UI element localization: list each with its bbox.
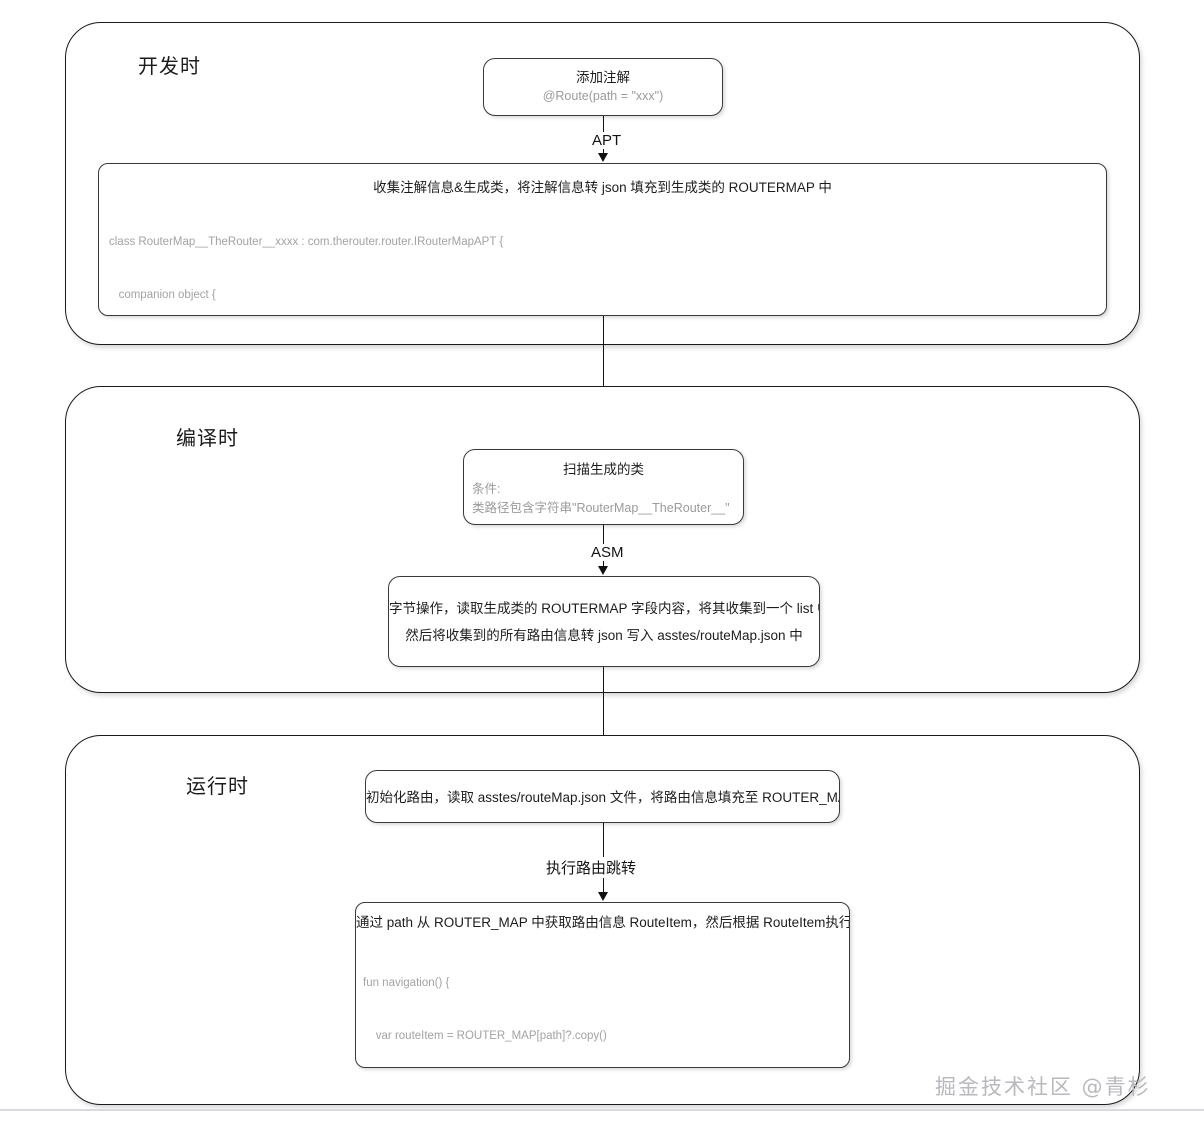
node-scan-classes-heading: 扫描生成的类: [563, 462, 644, 477]
node-scan-classes-condition: 条件: 类路径包含字符串"RouterMap__TheRouter__": [472, 480, 730, 518]
phase-title-runtime: 运行时: [186, 776, 249, 798]
edge-arrow-asm: [597, 566, 608, 575]
bottom-divider: [0, 1109, 1204, 1111]
edge-arrow-navigate: [597, 892, 608, 901]
edge-label-apt: APT: [586, 132, 628, 149]
phase-title-compile: 编译时: [176, 428, 239, 450]
phase-title-dev: 开发时: [138, 56, 201, 78]
node-add-annotation-sub: @Route(path = "xxx"): [542, 89, 664, 103]
node-bytecode-transform[interactable]: 字节操作，读取生成类的 ROUTERMAP 字段内容，将其收集到一个 list …: [388, 576, 820, 667]
node-bytecode-line1: 字节操作，读取生成类的 ROUTERMAP 字段内容，将其收集到一个 list …: [389, 601, 820, 616]
node-navigation-code: fun navigation() { var routeItem = ROUTE…: [363, 939, 849, 1067]
node-init-router[interactable]: 初始化路由，读取 asstes/routeMap.json 文件，将路由信息填充…: [365, 770, 840, 823]
code-line: var routeItem = ROUTER_MAP[path]?.copy(): [363, 1030, 607, 1043]
condition-line: 类路径包含字符串"RouterMap__TheRouter__": [472, 500, 730, 515]
code-line: companion object {: [109, 289, 216, 302]
node-add-annotation-heading: 添加注解: [576, 70, 630, 85]
edge-arrow-apt: [597, 153, 608, 162]
node-apt-generate-heading: 收集注解信息&生成类，将注解信息转 json 填充到生成类的 ROUTERMAP…: [373, 180, 832, 195]
node-scan-classes[interactable]: 扫描生成的类 条件: 类路径包含字符串"RouterMap__TheRouter…: [463, 449, 744, 525]
code-line: class RouterMap__TheRouter__xxxx : com.t…: [109, 235, 504, 248]
node-navigation-heading: 通过 path 从 ROUTER_MAP 中获取路由信息 RouteItem，然…: [356, 915, 850, 930]
edge-label-navigate: 执行路由跳转: [540, 857, 643, 878]
node-init-router-heading: 初始化路由，读取 asstes/routeMap.json 文件，将路由信息填充…: [366, 790, 840, 805]
node-navigation[interactable]: 通过 path 从 ROUTER_MAP 中获取路由信息 RouteItem，然…: [355, 902, 850, 1068]
node-add-annotation[interactable]: 添加注解 @Route(path = "xxx"): [483, 58, 723, 116]
watermark: 掘金技术社区 @青杉: [935, 1075, 1151, 1099]
node-apt-generate-code: class RouterMap__TheRouter__xxxx : com.t…: [109, 198, 1104, 315]
edge-line-transform: [603, 316, 604, 442]
condition-line: 条件:: [472, 482, 501, 496]
node-apt-generate[interactable]: 收集注解信息&生成类，将注解信息转 json 填充到生成类的 ROUTERMAP…: [98, 163, 1107, 316]
node-bytecode-line2: 然后将收集到的所有路由信息转 json 写入 asstes/routeMap.j…: [405, 628, 803, 643]
edge-line-compile-to-runtime: [603, 667, 604, 763]
phase-container-compile: [65, 386, 1140, 693]
edge-label-asm: ASM: [585, 544, 630, 561]
code-line: fun navigation() {: [363, 976, 450, 989]
